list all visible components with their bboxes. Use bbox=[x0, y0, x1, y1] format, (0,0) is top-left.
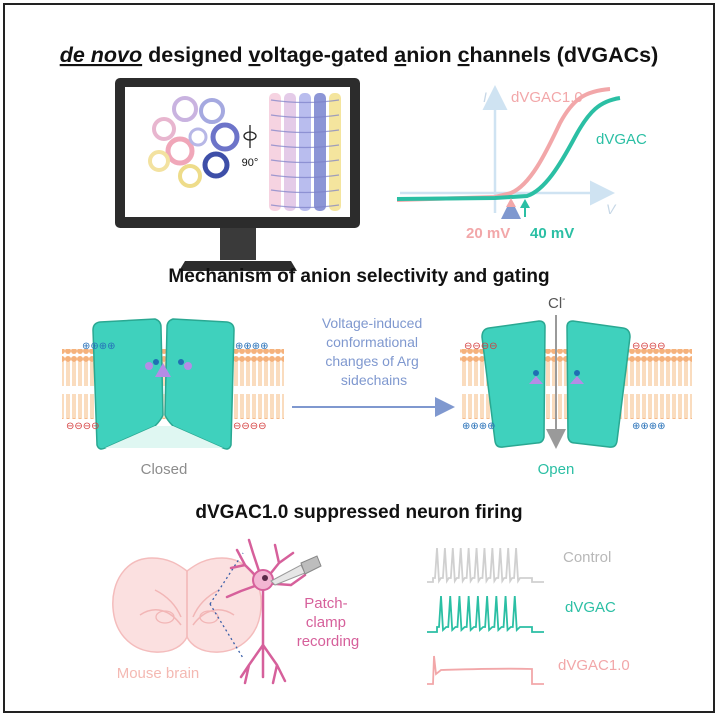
chloride-ion-label: Cl- bbox=[548, 294, 566, 312]
svg-text:⊕⊕⊕⊕: ⊕⊕⊕⊕ bbox=[82, 341, 116, 352]
svg-text:⊖⊖⊖⊖: ⊖⊖⊖⊖ bbox=[464, 341, 498, 352]
series-label-dvgac: dVGAC bbox=[596, 131, 647, 148]
iv-plot: I V dVGAC1.0 dVGAC 20 mV 40 mV bbox=[396, 85, 647, 242]
trace-label-control: Control bbox=[563, 549, 611, 566]
mouse-brain-icon bbox=[112, 557, 262, 653]
firing-traces bbox=[427, 547, 544, 685]
iv-plot-y-label: I bbox=[483, 89, 487, 105]
brain-label: Mouse brain bbox=[117, 665, 200, 682]
mechanism-heading: Mechanism of anion selectivity and gatin… bbox=[168, 266, 549, 287]
trace-control bbox=[427, 547, 544, 584]
svg-text:⊕⊕⊕⊕: ⊕⊕⊕⊕ bbox=[462, 421, 496, 432]
computer-monitor-icon: 90° bbox=[115, 78, 360, 271]
closed-label: Closed bbox=[141, 461, 188, 478]
recording-label: Patch- clamp recording bbox=[297, 595, 360, 650]
open-channel: ⊖⊖⊖⊖ ⊖⊖⊖⊖ ⊕⊕⊕⊕ ⊕⊕⊕⊕ bbox=[460, 315, 692, 449]
channel-top-view bbox=[148, 96, 240, 188]
channel-side-view bbox=[269, 93, 341, 211]
main-title: de novo designed voltage-gated anion cha… bbox=[60, 43, 659, 67]
svg-text:⊕⊕⊕⊕: ⊕⊕⊕⊕ bbox=[632, 421, 666, 432]
iv-plot-x-label: V bbox=[606, 201, 617, 217]
iv-curve-dvgac1 bbox=[396, 87, 611, 202]
iv-curve-dvgac bbox=[396, 96, 621, 201]
svg-text:⊖⊖⊖⊖: ⊖⊖⊖⊖ bbox=[66, 421, 100, 432]
series-label-dvgac1: dVGAC1.0 bbox=[511, 89, 583, 106]
trace-label-dvgac: dVGAC bbox=[565, 599, 616, 616]
rotation-label: 90° bbox=[242, 157, 259, 169]
svg-text:⊖⊖⊖⊖: ⊖⊖⊖⊖ bbox=[233, 421, 267, 432]
patch-pipette-icon bbox=[270, 555, 322, 586]
graphical-abstract: de novo designed voltage-gated anion cha… bbox=[3, 3, 715, 713]
abstract-canvas: de novo designed voltage-gated anion cha… bbox=[60, 43, 692, 685]
firing-heading: dVGAC1.0 suppressed neuron firing bbox=[195, 502, 522, 523]
trace-dvgac1 bbox=[427, 655, 544, 685]
rotate-icon bbox=[243, 125, 257, 148]
closed-channel: ⊕⊕⊕⊕ ⊕⊕⊕⊕ ⊖⊖⊖⊖ ⊖⊖⊖⊖ bbox=[62, 318, 284, 450]
transition-arrow: Voltage-induced conformational changes o… bbox=[292, 315, 455, 417]
trace-label-dvgac1: dVGAC1.0 bbox=[558, 657, 630, 674]
threshold-label-20mv: 20 mV bbox=[466, 225, 510, 242]
trace-dvgac bbox=[427, 595, 544, 633]
open-label: Open bbox=[538, 461, 575, 478]
threshold-label-40mv: 40 mV bbox=[530, 225, 574, 242]
svg-text:⊕⊕⊕⊕: ⊕⊕⊕⊕ bbox=[235, 341, 269, 352]
svg-text:⊖⊖⊖⊖: ⊖⊖⊖⊖ bbox=[632, 341, 666, 352]
transition-text: Voltage-induced conformational changes o… bbox=[322, 315, 426, 388]
